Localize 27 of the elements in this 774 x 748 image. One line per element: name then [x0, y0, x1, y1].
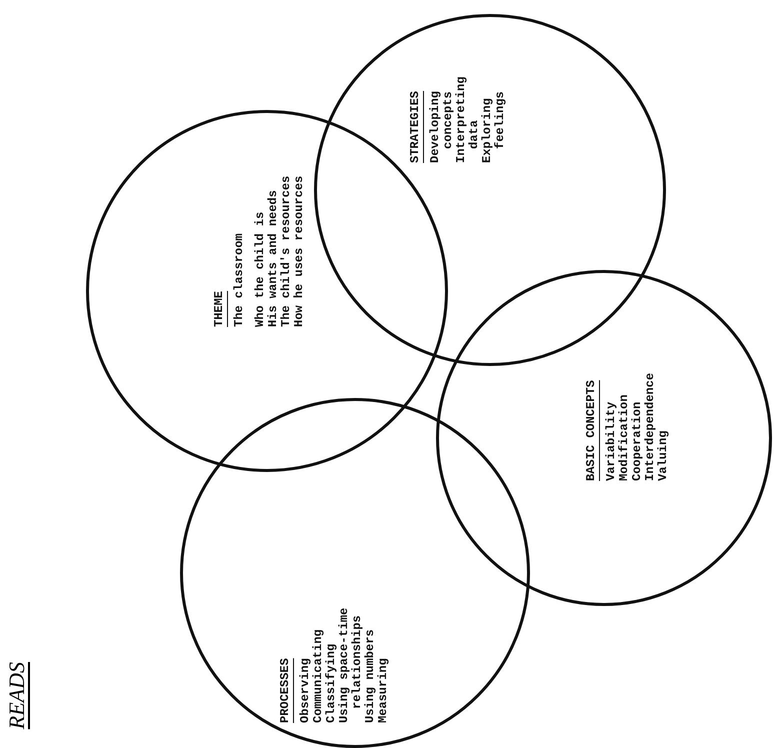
- circle-heading: THEME: [213, 290, 226, 327]
- venn-circle: [436, 270, 772, 606]
- list-item: Measuring: [377, 657, 390, 723]
- list-item: Who the child is: [254, 210, 267, 327]
- list-item: The child's resources: [280, 174, 293, 327]
- list-item: How he uses resources: [293, 174, 306, 327]
- page-heading: READS: [4, 662, 30, 730]
- list-item: Interdependence: [644, 372, 657, 481]
- list-item: Using space-time relationships: [338, 606, 364, 723]
- list-item: Exploring feelings: [481, 90, 507, 163]
- list-item: Developing concepts: [429, 90, 455, 163]
- list-item: Classifying: [325, 642, 338, 723]
- list-item: Variability: [605, 400, 618, 481]
- venn-circle: [180, 398, 530, 748]
- circle-heading: BASIC CONCEPTS: [585, 379, 598, 481]
- circle-heading: STRATEGIES: [409, 90, 422, 163]
- list-item: Using numbers: [364, 628, 377, 723]
- circle-heading: PROCESSES: [279, 657, 292, 723]
- list-item: Communicating: [312, 628, 325, 723]
- list-item: Modification: [618, 394, 631, 481]
- list-item: Valuing: [657, 430, 670, 481]
- list-item: Interpreting data: [455, 76, 481, 163]
- list-item: The classroom: [233, 232, 246, 327]
- venn-circle: [314, 14, 666, 366]
- list-item: Observing: [299, 657, 312, 723]
- list-item: Cooperation: [631, 400, 644, 481]
- list-item: His wants and needs: [267, 189, 280, 327]
